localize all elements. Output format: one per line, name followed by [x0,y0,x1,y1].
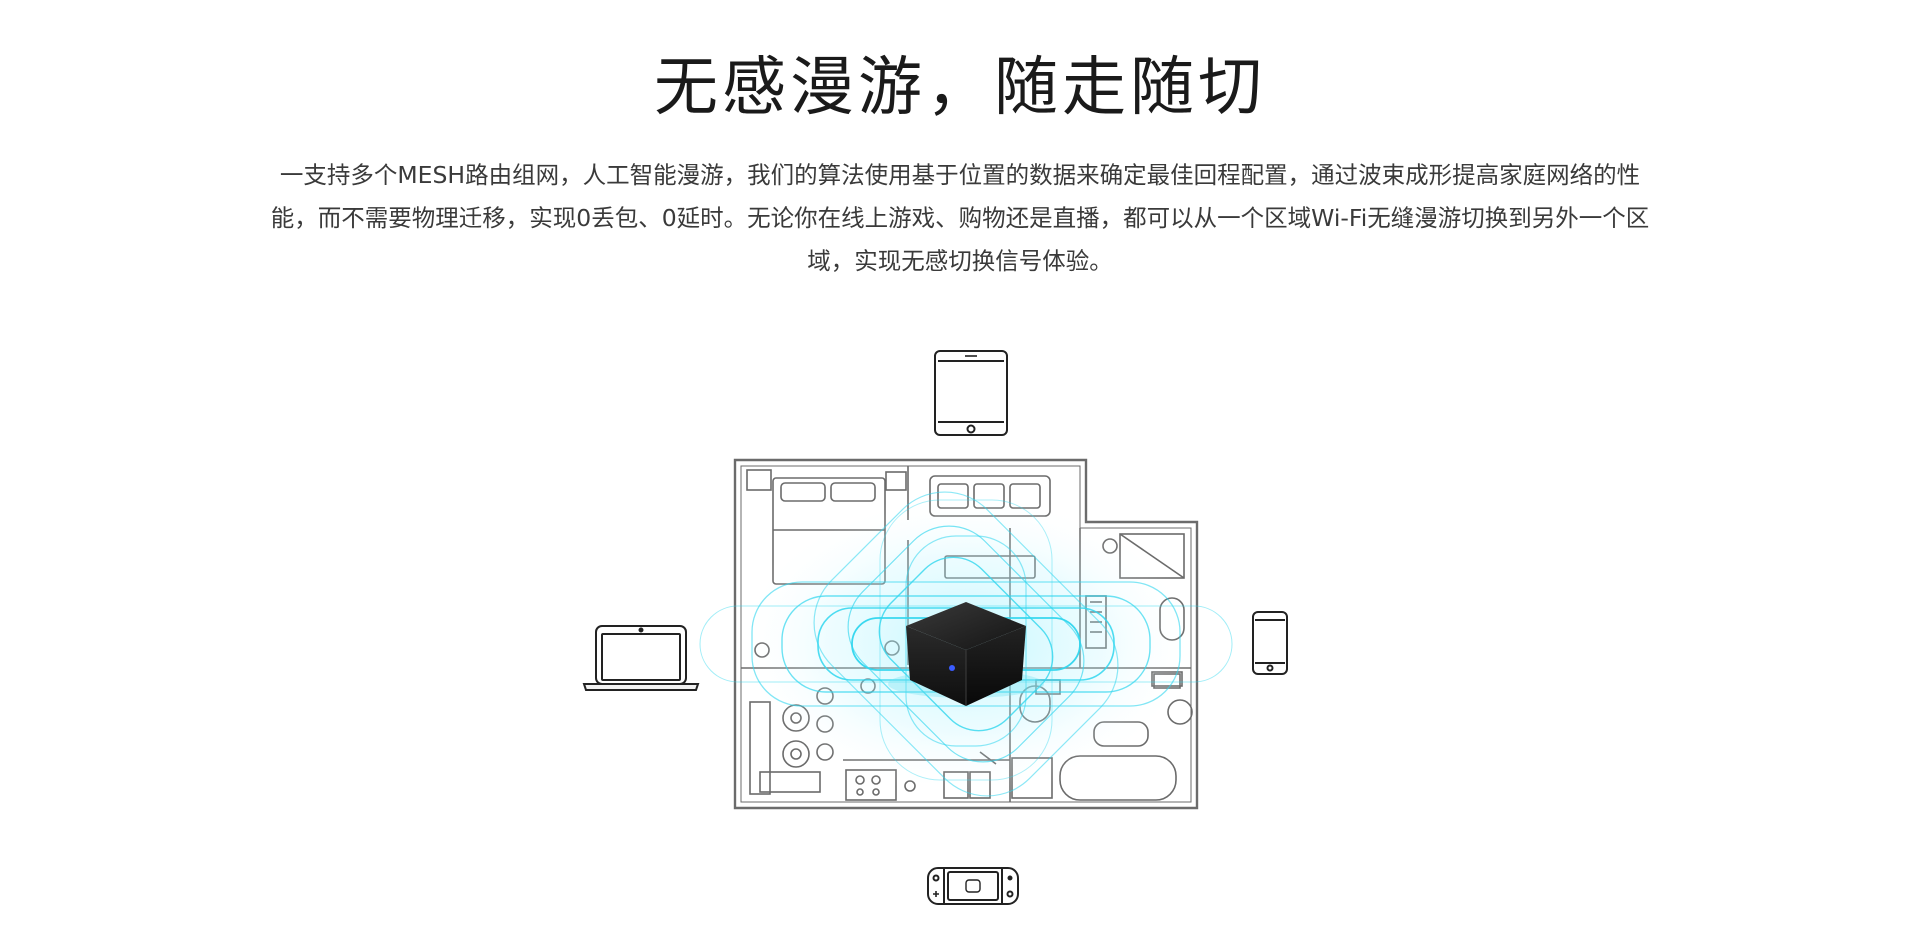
headline: 无感漫游，随走随切 [654,51,1266,125]
description: 一支持多个MESH路由组网，人工智能漫游，我们的算法使用基于位置的数据来确定最佳… [270,161,1650,275]
smartphone-icon [1252,611,1288,675]
mesh-router-icon [888,602,1044,706]
tablet-icon [934,350,1008,436]
game-console-icon [927,867,1019,905]
laptop-icon [582,625,700,691]
